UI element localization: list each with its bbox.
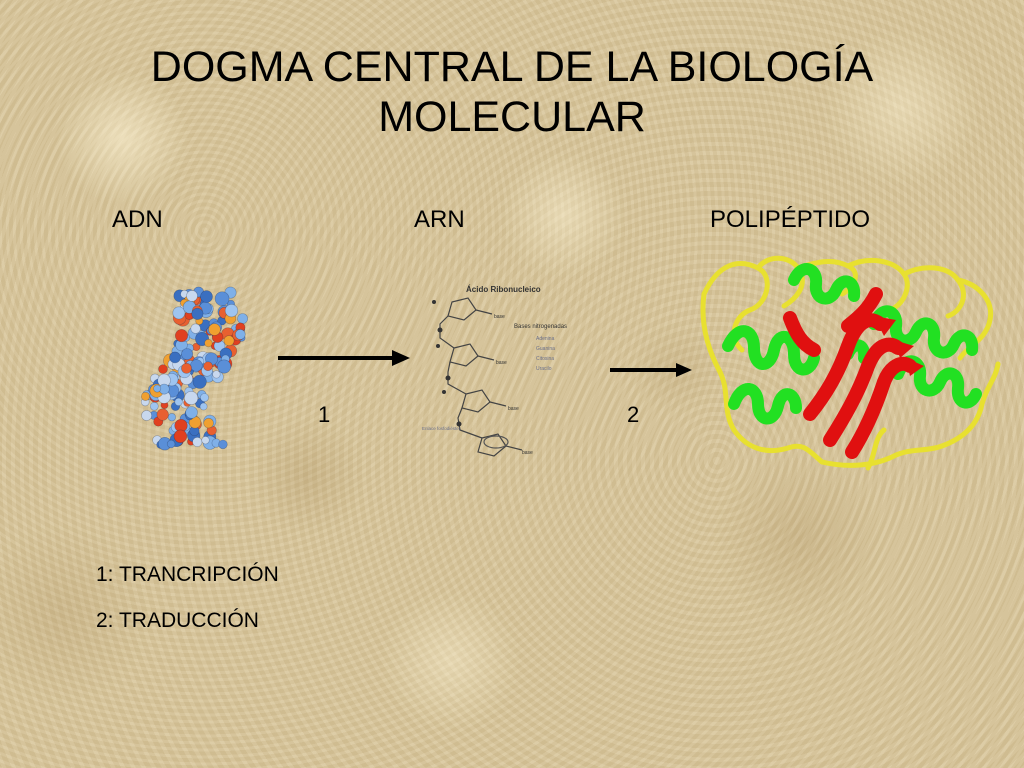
dna-atom (203, 417, 214, 429)
arrow-2-number: 2 (627, 402, 640, 427)
dna-atom (181, 348, 193, 360)
rna-structure-image: Ácido Ribonucleico Bases nitrogenadas Ad… (422, 285, 567, 457)
dna-atom (174, 329, 188, 343)
dna-atom (235, 329, 246, 340)
legend-translation: 2: TRADUCCIÓN (96, 609, 259, 632)
rna-base-label-1: base (494, 314, 505, 320)
dna-atom (203, 361, 213, 371)
dna-atom (172, 306, 186, 320)
dna-helix-image (140, 286, 248, 451)
dna-atom (224, 303, 239, 318)
slide-title: DOGMA CENTRAL DE LA BIOLOGÍA MOLECULAR (0, 42, 1024, 142)
dna-atom (223, 335, 235, 347)
dna-atom (214, 291, 230, 306)
arrow-translation (610, 363, 692, 377)
dna-atom (149, 402, 159, 411)
label-adn: ADN (112, 206, 163, 233)
dna-atom (217, 359, 232, 374)
rna-bond-label: Enlace fosfodiéster (422, 426, 461, 431)
rna-heading: Ácido Ribonucleico (466, 285, 541, 294)
dna-atom (191, 307, 204, 320)
rna-base-label-4: base (522, 450, 533, 456)
dna-atom (208, 323, 221, 336)
dna-atom (200, 393, 209, 402)
rna-base-2: Citosina (536, 356, 554, 362)
dna-atom (167, 413, 177, 422)
legend-transcription: 1: TRANCRIPCIÓN (96, 563, 279, 586)
rna-base-label-2: base (496, 360, 507, 366)
dna-atom (192, 374, 207, 389)
dna-atom (190, 359, 203, 372)
rna-base-3: Uracilo (536, 366, 552, 372)
dna-atom (141, 410, 152, 421)
dna-atom (184, 391, 199, 406)
dna-atom (192, 437, 203, 448)
dna-atom (190, 323, 201, 334)
arrow-1-number: 1 (318, 402, 331, 427)
dna-atom (218, 439, 228, 450)
dna-atom (200, 290, 213, 303)
dna-atom (204, 338, 213, 348)
title-line-1: DOGMA CENTRAL DE LA BIOLOGÍA (150, 43, 874, 91)
arrow-transcription (278, 350, 410, 366)
rna-base-1: Guanina (536, 346, 555, 352)
dna-atom (174, 397, 183, 406)
dna-atom (201, 436, 210, 445)
dna-atom (158, 364, 168, 374)
dna-atom (153, 384, 162, 393)
dna-atom (212, 370, 221, 379)
dna-atom (169, 351, 181, 364)
label-arn: ARN (414, 206, 465, 233)
dna-atom (166, 439, 176, 449)
dna-atom (181, 362, 192, 374)
dna-atom (185, 406, 198, 419)
label-polipeptido: POLIPÉPTIDO (710, 206, 871, 233)
rna-base-label-3: base (508, 406, 519, 412)
dna-atom (237, 313, 248, 324)
rna-base-0: Adenina (536, 336, 555, 342)
title-line-2: MOLECULAR (378, 93, 646, 141)
dna-atom (199, 402, 208, 411)
dna-atom (186, 290, 198, 302)
dna-atom (173, 429, 188, 444)
dna-atom (156, 408, 169, 421)
polypeptide-ribbon-image (700, 255, 1001, 471)
rna-bases-title: Bases nitrogenadas (514, 324, 567, 330)
dna-atom (141, 391, 150, 401)
